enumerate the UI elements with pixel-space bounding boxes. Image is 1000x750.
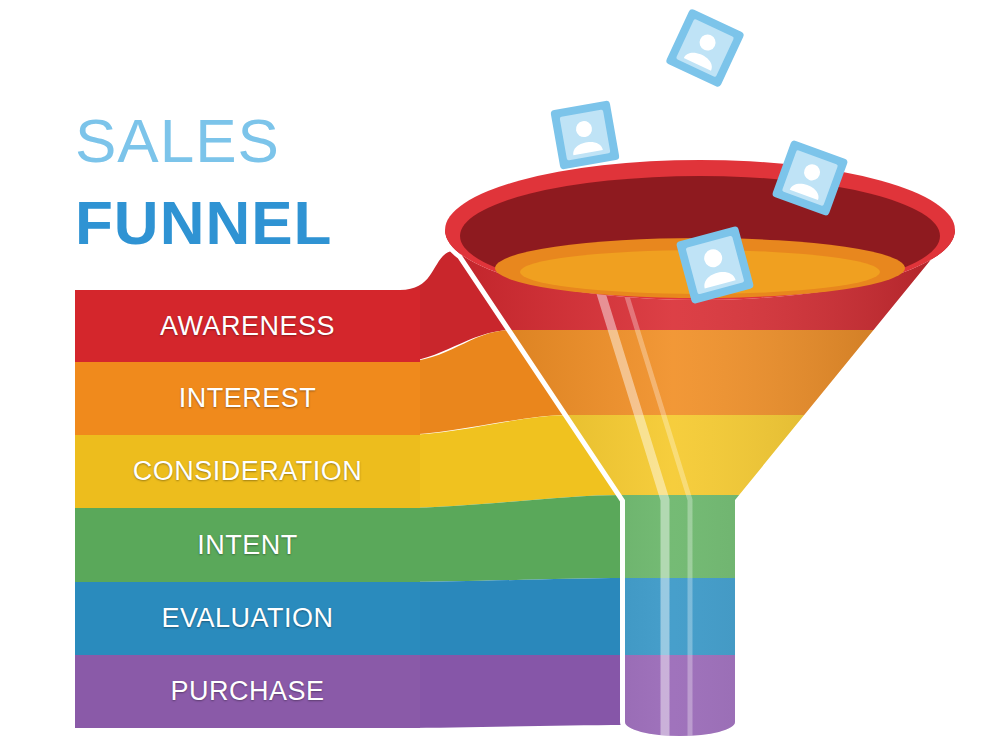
- stage-label: INTENT: [197, 530, 298, 561]
- stage-label: EVALUATION: [161, 603, 333, 634]
- person-icons: [550, 8, 848, 304]
- funnel-band: PURCHASE: [75, 655, 420, 728]
- funnel-band: INTEREST: [75, 362, 420, 435]
- funnel-band: AWARENESS: [75, 290, 420, 362]
- funnel-body: [430, 150, 970, 750]
- diagram-title: SALES FUNNEL: [75, 100, 435, 264]
- funnel-band: INTENT: [75, 508, 420, 582]
- stage-label: INTEREST: [179, 383, 317, 414]
- stage-label: AWARENESS: [160, 311, 335, 342]
- funnel-band: CONSIDERATION: [75, 435, 420, 508]
- funnel-band: EVALUATION: [75, 582, 420, 655]
- stage-label: PURCHASE: [170, 676, 324, 707]
- stage-label: CONSIDERATION: [133, 456, 363, 487]
